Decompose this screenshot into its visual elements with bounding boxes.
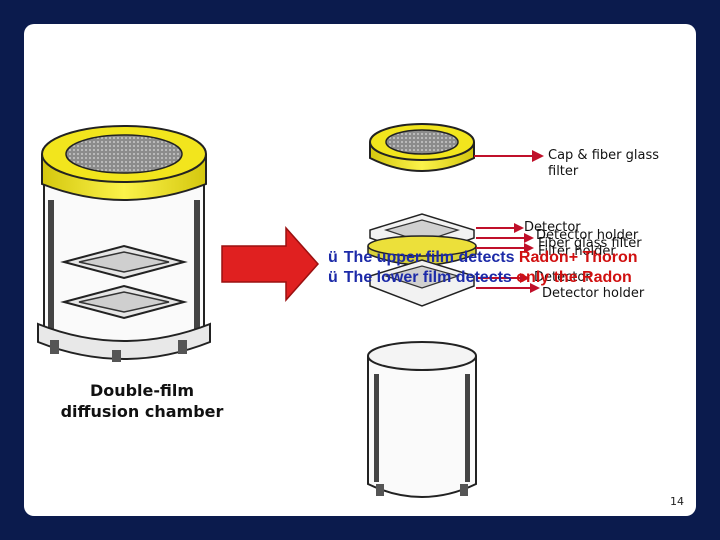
bullet-lower-highlight: only the Radon	[516, 269, 632, 286]
checkmark-icon: ü	[328, 249, 338, 266]
detector-top-label: Detector	[524, 220, 581, 235]
bullet-upper-film: ü The upper film detects Radon+ Thoron	[328, 249, 638, 267]
chamber-caption: Double-film diffusion chamber	[60, 381, 224, 421]
bullet-upper-highlight: Radon+ Thoron	[518, 249, 638, 266]
detector-holder-bottom-label: Detector holder	[542, 286, 645, 301]
exploded-body-cylinder	[367, 341, 477, 498]
exploded-cap	[369, 123, 475, 172]
assembled-chamber	[37, 125, 211, 362]
cap-filter-label: Cap & fiber glass filter	[548, 148, 659, 179]
slide: Cap & fiber glass filter Detector Detect…	[24, 24, 696, 516]
detector-bottom-label: Detector	[534, 270, 591, 285]
exploded-lower-detector-holder	[369, 259, 475, 307]
pointer-arrow-icon	[474, 150, 544, 293]
big-red-arrow-icon	[221, 226, 320, 302]
detector-holder-top-label: Detector holder	[536, 228, 639, 243]
exploded-filter-holder	[367, 235, 477, 266]
diffusion-chamber-illustration	[37, 123, 544, 498]
bullet-lower-film: ü The lower film detects only the Radon	[328, 269, 632, 287]
checkmark-icon: ü	[328, 269, 338, 286]
filter-holder-label: Filter holder	[538, 244, 616, 259]
fiber-glass-filter-label: Fiber glass filter	[538, 236, 642, 251]
bullet-lower-text: The lower film detects	[343, 269, 517, 286]
bullet-upper-text: The upper film detects	[343, 249, 519, 266]
page-number: 14	[670, 495, 684, 508]
